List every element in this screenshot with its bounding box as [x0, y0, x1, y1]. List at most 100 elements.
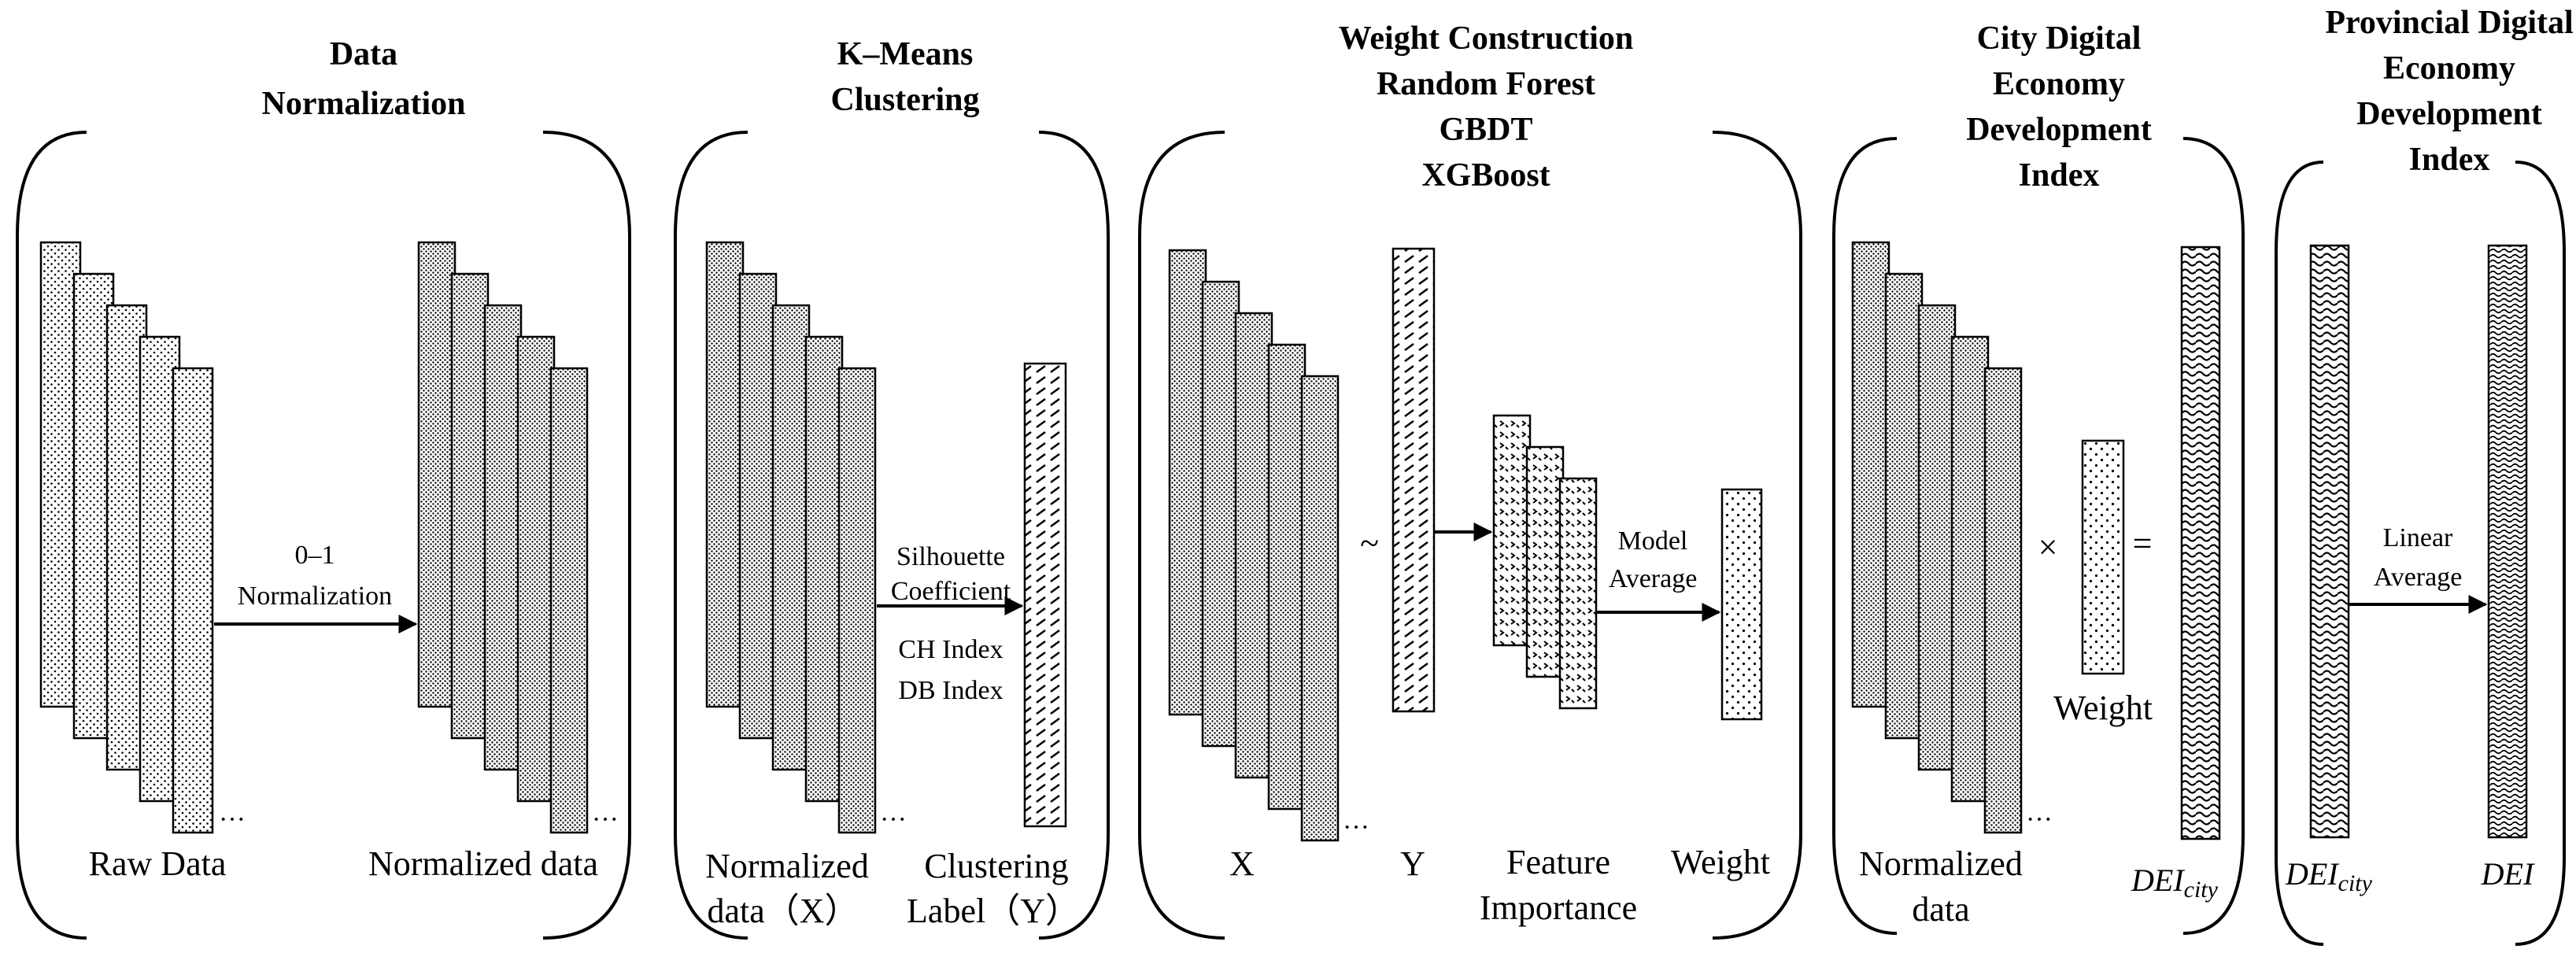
city-normalized-column [1950, 335, 1990, 803]
normalized-data-column [516, 335, 556, 803]
normalized-data-stack [417, 241, 589, 834]
normalized-x-column [738, 272, 778, 740]
panel-data-normalization: Data Normalization ··· ··· 0–1 Normaliza… [16, 36, 631, 940]
normalized-data-column [483, 304, 523, 771]
city-normalized-label-line2: data [1912, 890, 1969, 929]
panel5-left-bracket [2275, 161, 2324, 946]
y-label: Y [1400, 844, 1425, 883]
panel5-right-bracket [2515, 161, 2566, 946]
metric-silhouette: Silhouette [896, 542, 1005, 571]
x-data-stack [1168, 249, 1340, 842]
x-data-column [1168, 249, 1207, 716]
city-normalized-column [1884, 272, 1924, 740]
weight-label: Weight [1671, 843, 1770, 881]
weight-column [1720, 488, 1763, 721]
multiply-symbol: × [2038, 528, 2058, 567]
model-average-label-line1: Model [1618, 526, 1688, 556]
normalization-arrow-label-line2: Normalization [238, 582, 392, 611]
panel2-right-bracket [1038, 131, 1110, 940]
x-label: X [1229, 844, 1255, 883]
city-normalized-column [1917, 304, 1957, 771]
dei-city-column [2180, 246, 2221, 840]
clustering-label-column [1023, 362, 1067, 828]
equals-symbol: = [2133, 524, 2153, 563]
city-normalized-column [1983, 367, 2023, 834]
panel3-left-bracket [1138, 131, 1225, 940]
metric-coefficient: Coefficient [891, 577, 1011, 606]
panel4-title-line2: Economy [1993, 66, 2125, 102]
feature-importance-column [1558, 477, 1598, 710]
dei-city-label: DEIcity [2131, 862, 2219, 903]
panel2-title-line2: Clustering [831, 82, 980, 118]
normalized-x-column [771, 304, 811, 771]
normalization-arrow-label-line1: 0–1 [295, 541, 335, 570]
normalized-x-column [837, 367, 877, 834]
x-data-column [1300, 375, 1340, 842]
panel3-title-line1: Weight Construction [1339, 20, 1634, 57]
city-normalized-ellipsis: ··· [2026, 805, 2053, 834]
x-data-column [1201, 280, 1240, 748]
panel5-title-line2: Economy [2383, 50, 2515, 87]
panel-weight-construction: Weight Construction Random Forest GBDT X… [1138, 20, 1802, 940]
normalized-x-label-line1: Normalized [705, 847, 869, 885]
y-label-column [1391, 247, 1436, 713]
normalized-x-column [705, 241, 745, 708]
feature-importance-label-line1: Feature [1506, 843, 1610, 881]
panel-kmeans-clustering: K–Means Clustering ··· Silhouette Coeffi… [674, 36, 1110, 940]
normalized-x-ellipsis: ··· [880, 805, 907, 834]
clustering-label-line1: Clustering [924, 847, 1068, 885]
panel1-title-line2: Normalization [262, 86, 466, 122]
normalized-x-label-line2: data（X） [707, 892, 859, 930]
normalized-data-column [450, 272, 490, 740]
panel3-title-line3: GBDT [1439, 112, 1532, 148]
city-normalized-column [1851, 241, 1890, 708]
x-data-ellipsis: ··· [1343, 813, 1369, 842]
panel4-title-line3: Development [1966, 112, 2152, 148]
panel2-left-bracket [674, 131, 748, 940]
feature-importance-stack [1492, 414, 1598, 710]
panel3-title-line4: XGBoost [1421, 157, 1550, 194]
feature-importance-column [1492, 414, 1532, 647]
raw-data-stack [39, 241, 214, 834]
panel1-left-bracket [16, 131, 87, 940]
panel1-title-line1: Data [330, 36, 397, 72]
feature-importance-label-line2: Importance [1480, 888, 1637, 927]
normalized-data-label: Normalized data [368, 844, 598, 883]
linear-average-label-line1: Linear [2383, 523, 2453, 552]
province-dei-city-label: DEIcity [2285, 856, 2373, 896]
raw-data-column [172, 367, 214, 834]
panel4-left-bracket [1832, 137, 1898, 935]
panel3-right-bracket [1712, 131, 1802, 940]
panel4-title-line1: City Digital [1977, 20, 2142, 57]
panel2-title-line1: K–Means [837, 36, 974, 72]
raw-data-label: Raw Data [89, 844, 227, 883]
normalized-data-ellipsis: ··· [592, 805, 619, 834]
model-average-label-line2: Average [1609, 564, 1698, 593]
panel1-right-bracket [542, 131, 631, 940]
metric-ch-index: CH Index [898, 635, 1003, 664]
feature-importance-column [1525, 445, 1565, 678]
province-dei-label: DEI [2481, 856, 2535, 892]
normalized-x-stack [705, 241, 877, 834]
panel5-title-line4: Index [2409, 142, 2490, 178]
city-normalized-label-line1: Normalized [1859, 844, 2023, 883]
metric-db-index: DB Index [898, 676, 1003, 705]
normalized-data-column [417, 241, 456, 708]
panel-city-dei: City Digital Economy Development Index ·… [1832, 20, 2245, 935]
city-weight-label: Weight [2053, 689, 2153, 727]
linear-average-label-line2: Average [2374, 563, 2463, 592]
x-data-column [1234, 312, 1273, 779]
panel-provincial-dei: Provincial Digital Economy Development I… [2275, 5, 2574, 946]
normalized-x-column [804, 335, 844, 803]
panel4-title-line4: Index [2019, 157, 2100, 194]
city-weight-column [2081, 439, 2125, 675]
city-normalized-data-stack [1851, 241, 2023, 834]
clustering-label-line2: Label（Y） [907, 892, 1080, 930]
province-dei-column [2487, 244, 2528, 839]
normalized-data-column [549, 367, 589, 834]
panel4-right-bracket [2182, 137, 2245, 935]
panel5-title-line3: Development [2356, 96, 2542, 132]
panel5-title-line1: Provincial Digital [2325, 5, 2573, 41]
raw-data-ellipsis: ··· [219, 805, 246, 834]
